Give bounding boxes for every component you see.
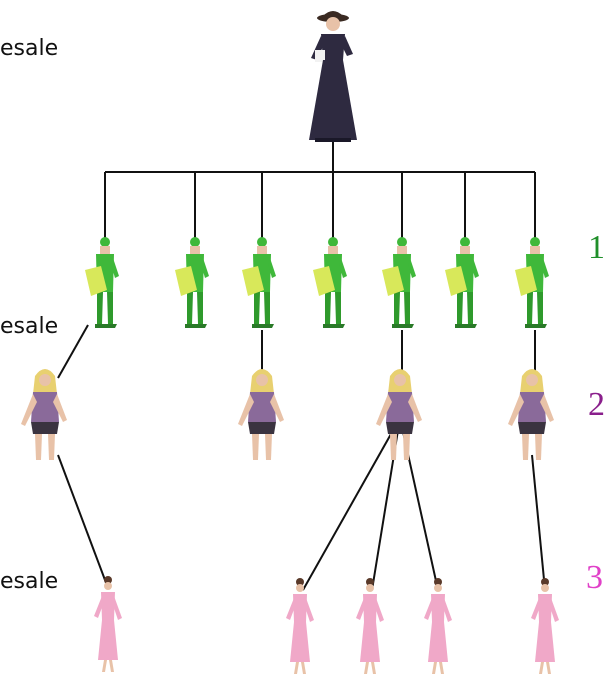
woman-pink-dress-icon: [286, 578, 314, 674]
woman-green-outfit-icon: [175, 237, 209, 328]
label-middle: esale: [0, 314, 58, 339]
label-top: esale: [0, 36, 58, 61]
level-number-2: 2: [588, 386, 605, 423]
woman-pink-dress-icon: [531, 578, 559, 674]
woman-pink-dress-icon: [356, 578, 384, 674]
woman-green-outfit-icon: [515, 237, 549, 328]
woman-green-outfit-icon: [85, 237, 119, 328]
woman-green-outfit-icon: [382, 237, 416, 328]
link-l2a-l3a: [57, 454, 109, 589]
level-number-3: 3: [586, 559, 603, 596]
link-l2c-l3b: [302, 417, 401, 591]
woman-green-outfit-icon: [445, 237, 479, 328]
label-bottom: esale: [0, 569, 58, 594]
woman-blonde-purple-top-icon: [508, 369, 554, 460]
woman-blonde-purple-top-icon: [21, 369, 67, 460]
woman-pink-dress-icon: [94, 576, 122, 672]
woman-pink-dress-icon: [424, 578, 452, 674]
woman-green-outfit-icon: [242, 237, 276, 328]
woman-green-outfit-icon: [313, 237, 347, 328]
link-l1a-l2a: [57, 324, 89, 379]
level-number-1: 1: [588, 229, 605, 266]
tree-connectors: [57, 140, 546, 591]
woman-dark-dress-icon: [309, 11, 357, 142]
link-l2d-l3e: [531, 454, 546, 591]
woman-blonde-purple-top-icon: [238, 369, 284, 460]
